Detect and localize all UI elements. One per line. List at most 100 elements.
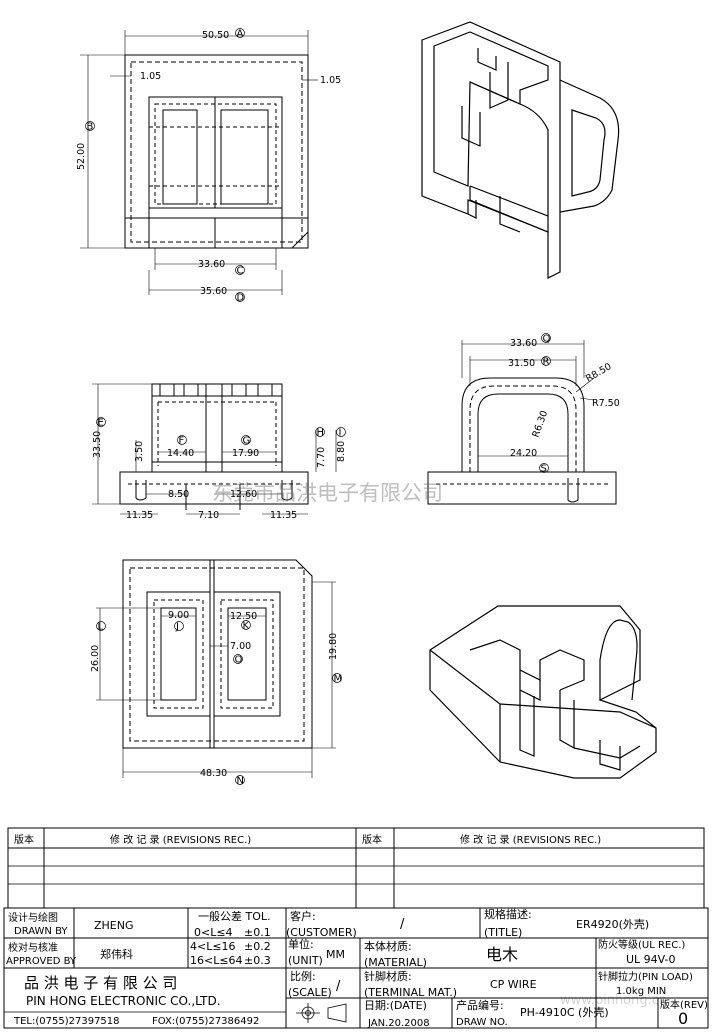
date-cn: 日期:(DATE) [364, 999, 427, 1012]
tolerance-row-2-value: ±0.2 [244, 940, 271, 953]
watermark-text: 东莞市品洪电子有限公司 [212, 481, 443, 505]
revision-value: 0 [678, 1009, 688, 1028]
dim-h-id: H [317, 428, 325, 439]
dim-radius-outer: R8.50 [584, 361, 614, 384]
company-fax: FOX:(0755)27386492 [152, 1016, 259, 1027]
unit-cn: 单位: [288, 937, 314, 951]
dim-j-id: J [175, 622, 179, 633]
projection-symbol-icon [296, 1003, 347, 1023]
scale-cn: 比例: [290, 969, 316, 983]
top-view-body [124, 54, 309, 249]
material-cn: 本体材质: [364, 939, 412, 953]
tolerance-row-1: 0<L≤4 [194, 926, 233, 939]
dim-i-value: 8.80 [336, 441, 347, 462]
company-name-en: PIN HONG ELECTRONIC CO.,LTD. [26, 994, 221, 1008]
dim-n-id: N [237, 776, 244, 787]
dim-i-id: I [339, 428, 342, 439]
dim-l-value: 26.00 [90, 645, 101, 672]
title-block: 设计与绘图 DRAWN BY ZHENG 校对与核准 APPROVED BY 郑… [3, 907, 709, 1029]
tolerance-title: 一般公差 TOL. [198, 909, 271, 923]
dim-o-value: 7.00 [230, 641, 251, 652]
dim-d-value: 35.60 [200, 286, 227, 297]
drawn-by-value: ZHENG [94, 919, 134, 932]
draw-no-cn: 产品编号: [456, 998, 504, 1012]
dim-c-id: C [237, 266, 244, 277]
terminal-value: CP WIRE [490, 978, 537, 991]
dim-e-id: E [98, 418, 104, 429]
customer-en: (CUSTOMER) [286, 926, 357, 939]
draw-no-en: DRAW NO. [456, 1017, 508, 1028]
dim-radius-mid: R7.50 [592, 398, 620, 409]
drawn-by-cn: 设计与绘图 [8, 911, 58, 924]
unit-value: MM [326, 948, 345, 961]
scale-value: / [336, 979, 341, 994]
date-value: JAN.20.2008 [367, 1018, 430, 1029]
approved-by-en: APPROVED BY [6, 956, 77, 967]
dim-radius-inner: R6.30 [530, 409, 550, 439]
tolerance-row-2: 4<L≤16 [190, 940, 236, 953]
dim-q-value: 33.60 [510, 338, 537, 349]
top-view: 50.50 A 52.00 B 1.05 1.05 33.60 C 35.60 … [76, 28, 341, 304]
fire-rating-cn: 防火等级(UL REC.) [598, 938, 685, 951]
material-value: 电木 [486, 945, 518, 964]
dim-b-value: 52.00 [76, 143, 87, 170]
tolerance-row-1-value: ±0.1 [244, 926, 271, 939]
terminal-en: (TERMINAL MAT.) [364, 986, 457, 999]
revision-cn: 版本(REV) [660, 998, 708, 1011]
draw-no-value: PH-4910C (外壳) [520, 1005, 609, 1019]
dim-s-value: 24.20 [510, 448, 537, 459]
fire-rating-value: UL 94V-0 [626, 953, 676, 966]
dim-k-id: K [243, 621, 250, 632]
isometric-view-bottom [429, 605, 657, 779]
dim-n-value: 48.30 [200, 768, 227, 779]
watermark-url: www.pinhong.cn [560, 993, 667, 1008]
dim-a-id: A [237, 29, 244, 40]
terminal-cn: 针脚材质: [364, 969, 412, 983]
company-tel: TEL:(0755)27397518 [13, 1016, 120, 1027]
title-value: ER4920(外壳) [576, 917, 649, 931]
isometric-view-top [421, 21, 620, 279]
dim-m-value: 19.80 [328, 633, 339, 660]
dim-r-value: 31.50 [508, 358, 535, 369]
dim-edge-right: 11.35 [270, 510, 297, 521]
dim-pitch-a: 8.50 [168, 489, 189, 500]
dim-step: 3.50 [134, 441, 145, 462]
dim-pitch-b: 12.60 [230, 489, 257, 500]
dim-f-id: F [179, 436, 185, 447]
rev-col-no: 版本 [14, 833, 34, 846]
rev-col-rec-2: 修 改 记 录 (REVISIONS REC.) [460, 833, 601, 846]
dim-e-value: 33.50 [92, 431, 103, 458]
tolerance-row-3-value: ±0.3 [244, 954, 271, 967]
dim-j-value: 9.00 [168, 610, 189, 621]
dim-s-id: S [541, 464, 547, 475]
title-en: (TITLE) [484, 926, 522, 939]
dim-d-id: D [237, 293, 245, 304]
dim-b-id: B [87, 122, 94, 133]
dim-g-id: G [243, 436, 251, 447]
dim-c-value: 33.60 [198, 259, 225, 270]
dim-center: 7.10 [198, 510, 219, 521]
dim-o-id: O [235, 655, 243, 666]
dim-k-value: 12.50 [230, 611, 257, 622]
customer-value: / [400, 917, 405, 932]
scale-en: (SCALE) [288, 986, 332, 999]
dim-wall-left: 1.05 [140, 71, 161, 82]
customer-cn: 客户: [290, 909, 316, 923]
drawn-by-en: DRAWN BY [14, 926, 68, 937]
tolerance-row-3: 16<L≤64 [190, 954, 243, 967]
side-view: 33.50 E 3.50 14.40 F 17.90 G 7.70 H 8.80… [92, 383, 347, 521]
pin-load-value: 1.0kg MIN [616, 986, 666, 997]
dim-q-id: Q [543, 334, 551, 345]
rev-col-rec: 修 改 记 录 (REVISIONS REC.) [110, 833, 251, 846]
dim-edge-left: 11.35 [126, 510, 153, 521]
approved-by-value: 郑伟科 [100, 947, 133, 961]
dim-h-value: 7.70 [316, 447, 327, 468]
dim-g-value: 17.90 [232, 448, 259, 459]
top-view-outline [124, 54, 309, 249]
pin-load-cn: 针脚拉力(PIN LOAD) [598, 970, 693, 983]
material-en: (MATERIAL) [364, 956, 427, 969]
company-name-cn: 品 洪 电 子 有 限 公 司 [24, 974, 177, 992]
dim-m-id: M [334, 674, 343, 685]
bottom-view: 26.00 L 9.00 J 12.50 K 7.00 O 19.80 M 48… [90, 559, 343, 787]
